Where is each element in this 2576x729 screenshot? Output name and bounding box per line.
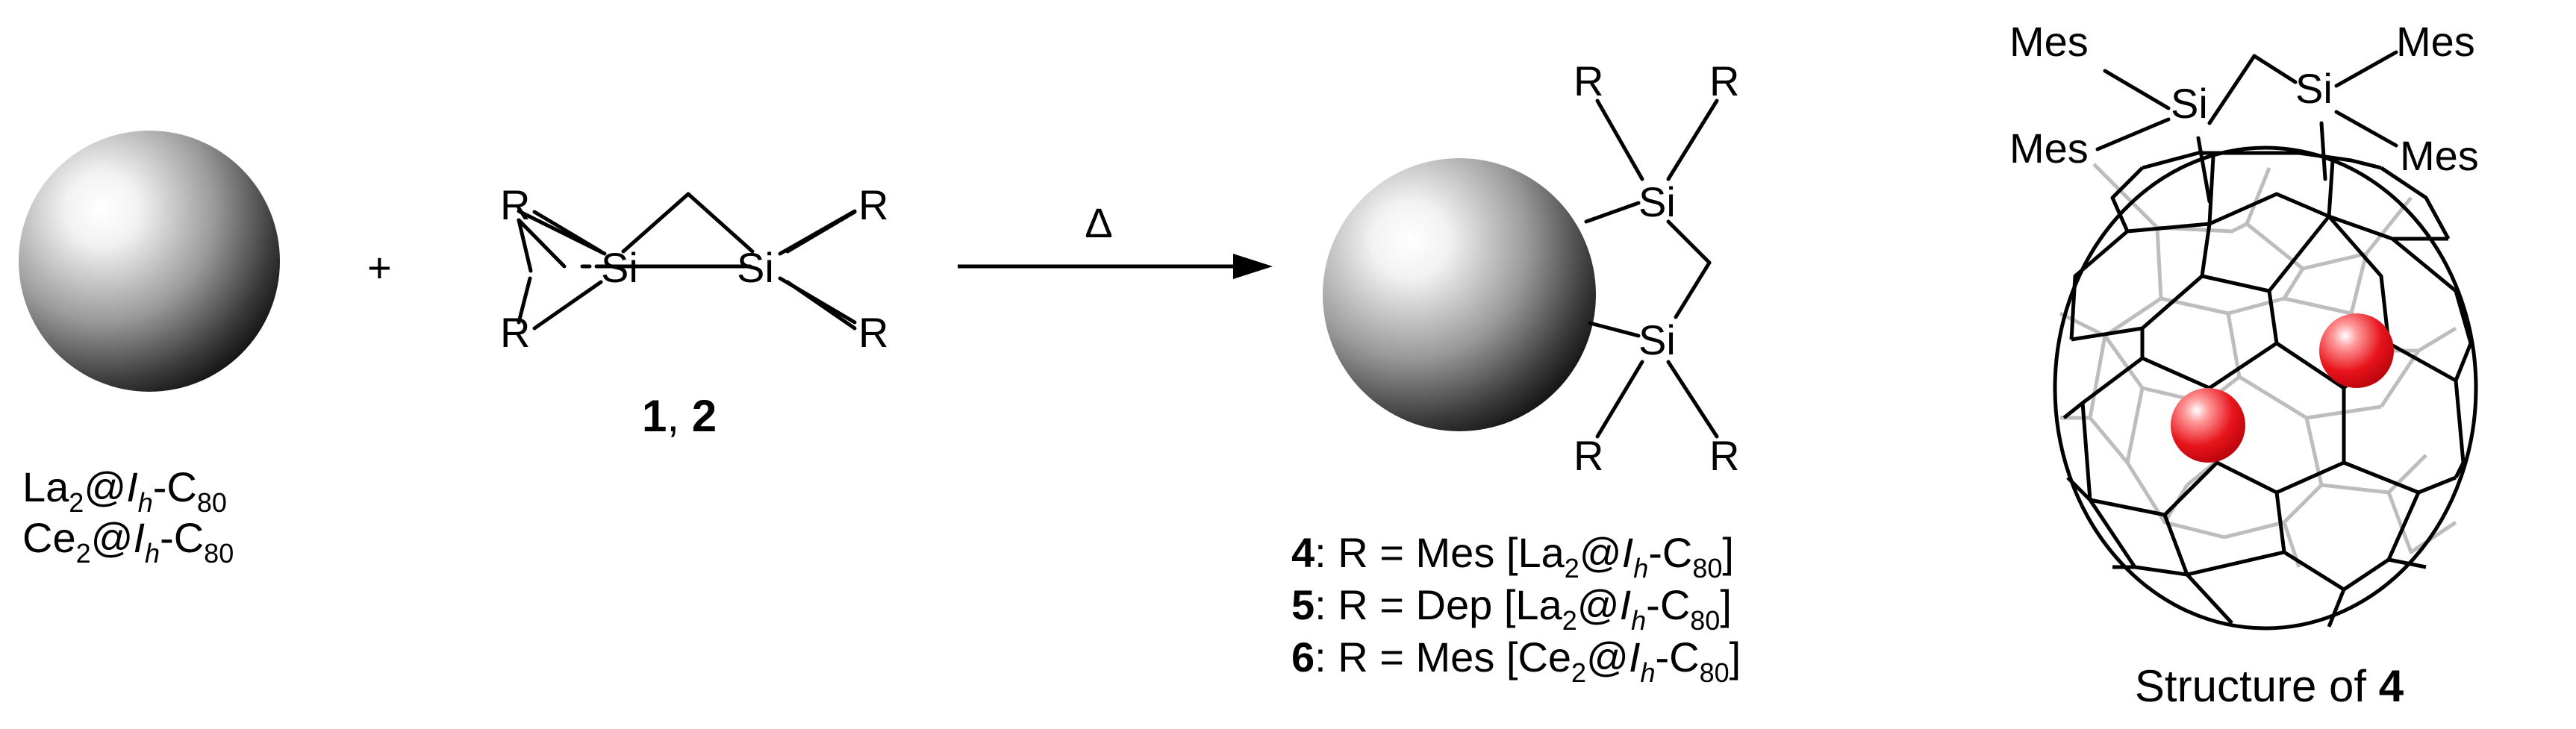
structure-caption: Structure of 4 bbox=[2135, 661, 2404, 711]
product-bonds bbox=[1584, 98, 1719, 439]
arrow-label-heat: Δ bbox=[1085, 199, 1112, 246]
disilirane-si-right: Si bbox=[737, 244, 774, 291]
product-entry-5: 5: R = Dep [La2@Ih-C80] bbox=[1291, 581, 1732, 636]
product-entry-6: 6: R = Mes [Ce2@Ih-C80] bbox=[1291, 633, 1741, 688]
cage-structure bbox=[2053, 146, 2478, 631]
disilirane-r-top-right: R bbox=[858, 181, 888, 228]
product-fullerene-sphere bbox=[1323, 158, 1596, 431]
structure-bridge-bonds bbox=[2095, 50, 2398, 204]
disilirane-r-top-left: R bbox=[500, 181, 530, 228]
product-si-bottom: Si bbox=[1638, 316, 1676, 363]
structure-mes-bottom-left: Mes bbox=[2009, 125, 2089, 172]
structure-si-left: Si bbox=[2171, 80, 2208, 127]
cage-front-edges bbox=[2053, 146, 2478, 631]
reactant-label-ce: Ce2@Ih-C80 bbox=[22, 514, 234, 569]
metal-atom-1 bbox=[2319, 313, 2394, 388]
compound-number-label: 1, 2 bbox=[642, 391, 717, 441]
product-r-top-right: R bbox=[1709, 57, 1739, 104]
product-entry-4: 4: R = Mes [La2@Ih-C80] bbox=[1291, 529, 1734, 583]
metal-atom-2 bbox=[2171, 388, 2245, 463]
disilirane-r-bottom-right: R bbox=[858, 309, 888, 356]
fullerene-sphere bbox=[19, 131, 280, 392]
disilirane-si-left: Si bbox=[601, 244, 638, 291]
structure-mes-bottom-right: Mes bbox=[2400, 132, 2479, 179]
product-r-top-left: R bbox=[1574, 57, 1603, 104]
structure-mes-top-right: Mes bbox=[2396, 18, 2475, 65]
product-r-bottom-right: R bbox=[1709, 432, 1739, 479]
reaction-arrow-head bbox=[1233, 254, 1273, 279]
structure-mes-top-left: Mes bbox=[2009, 18, 2089, 65]
plus-sign: + bbox=[367, 244, 392, 291]
product-si-top: Si bbox=[1638, 178, 1676, 225]
structure-si-right: Si bbox=[2295, 65, 2333, 112]
product-r-bottom-left: R bbox=[1574, 432, 1603, 479]
disilirane-bonds bbox=[532, 192, 857, 331]
disilirane-r-bottom-left: R bbox=[500, 309, 530, 356]
reactant-label-la: La2@Ih-C80 bbox=[22, 463, 227, 518]
